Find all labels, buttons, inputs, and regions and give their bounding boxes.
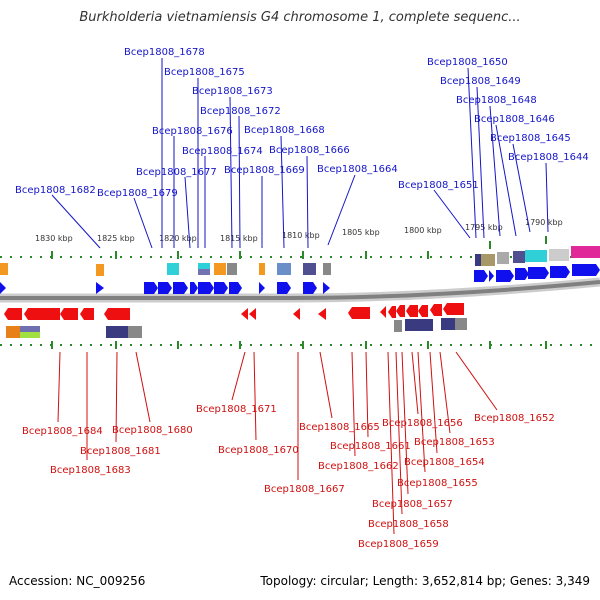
gene-label[interactable]: Bcep1808_1661	[330, 441, 411, 452]
accession-text: Accession: NC_009256	[9, 574, 146, 588]
gene-label[interactable]: Bcep1808_1671	[196, 404, 277, 415]
gene-label[interactable]: Bcep1808_1644	[508, 152, 589, 163]
gene-label[interactable]: Bcep1808_1662	[318, 461, 399, 472]
gene-label[interactable]: Bcep1808_1657	[372, 499, 453, 510]
gene-label[interactable]: Bcep1808_1681	[80, 446, 161, 457]
bottom-major-ticks	[51, 341, 547, 349]
top-label-lines	[51, 58, 549, 249]
gene-label[interactable]: Bcep1808_1646	[474, 114, 555, 125]
gene-label[interactable]: Bcep1808_1678	[124, 47, 205, 58]
top-major-ticks	[51, 236, 547, 259]
gene-label[interactable]: Bcep1808_1645	[490, 133, 571, 144]
gene-label[interactable]: Bcep1808_1672	[200, 106, 281, 117]
map-title: Burkholderia vietnamiensis G4 chromosome…	[79, 10, 521, 25]
gene-label[interactable]: Bcep1808_1670	[218, 445, 299, 456]
gene-label[interactable]: Bcep1808_1656	[382, 418, 463, 429]
gene-label[interactable]: Bcep1808_1674	[182, 146, 263, 157]
gene-label[interactable]: Bcep1808_1658	[368, 519, 449, 530]
gene-label[interactable]: Bcep1808_1667	[264, 484, 345, 495]
gene-label[interactable]: Bcep1808_1680	[112, 425, 193, 436]
top-feature-blocks	[0, 246, 600, 276]
gene-label[interactable]: Bcep1808_1659	[358, 539, 439, 550]
gene-label[interactable]: Bcep1808_1649	[440, 76, 521, 87]
gene-label[interactable]: Bcep1808_1669	[224, 165, 305, 176]
bottom-gene-labels: Bcep1808_1671 Bcep1808_1684 Bcep1808_168…	[22, 404, 555, 550]
gene-label[interactable]: Bcep1808_1675	[164, 67, 245, 78]
gene-label[interactable]: Bcep1808_1683	[50, 465, 131, 476]
kbp-label: 1830 kbp	[35, 234, 73, 243]
gene-label[interactable]: Bcep1808_1652	[474, 413, 555, 424]
gene-label[interactable]: Bcep1808_1682	[15, 185, 96, 196]
gene-label[interactable]: Bcep1808_1679	[97, 188, 178, 199]
gene-label[interactable]: Bcep1808_1666	[269, 145, 350, 156]
gene-label[interactable]: Bcep1808_1653	[414, 437, 495, 448]
gene-label[interactable]: Bcep1808_1668	[244, 125, 325, 136]
topology-summary: Topology: circular; Length: 3,652,814 bp…	[260, 574, 590, 588]
kbp-label: 1810 kbp	[282, 231, 320, 240]
gene-label[interactable]: Bcep1808_1650	[427, 57, 508, 68]
reverse-genes[interactable]	[4, 303, 464, 320]
kbp-label: 1825 kbp	[97, 234, 135, 243]
kbp-label: 1815 kbp	[220, 234, 258, 243]
gene-label[interactable]: Bcep1808_1664	[317, 164, 398, 175]
bottom-label-lines	[57, 351, 498, 535]
forward-genes[interactable]	[0, 264, 600, 294]
gene-label[interactable]: Bcep1808_1654	[404, 457, 485, 468]
gene-label[interactable]: Bcep1808_1684	[22, 426, 103, 437]
gene-label[interactable]: Bcep1808_1673	[192, 86, 273, 97]
gene-label[interactable]: Bcep1808_1676	[152, 126, 233, 137]
gene-label[interactable]: Bcep1808_1665	[299, 422, 380, 433]
kbp-label: 1800 kbp	[404, 226, 442, 235]
kbp-label: 1790 kbp	[525, 218, 563, 227]
bottom-feature-blocks	[6, 318, 467, 338]
top-gene-labels: Bcep1808_1678 Bcep1808_1675 Bcep1808_167…	[15, 47, 589, 199]
kbp-label: 1820 kbp	[159, 234, 197, 243]
chromosome-backbone	[0, 277, 600, 303]
gene-label[interactable]: Bcep1808_1655	[397, 478, 478, 489]
gene-label[interactable]: Bcep1808_1651	[398, 180, 479, 191]
gene-label[interactable]: Bcep1808_1677	[136, 167, 217, 178]
gene-label[interactable]: Bcep1808_1648	[456, 95, 537, 106]
kbp-label: 1805 kbp	[342, 228, 380, 237]
